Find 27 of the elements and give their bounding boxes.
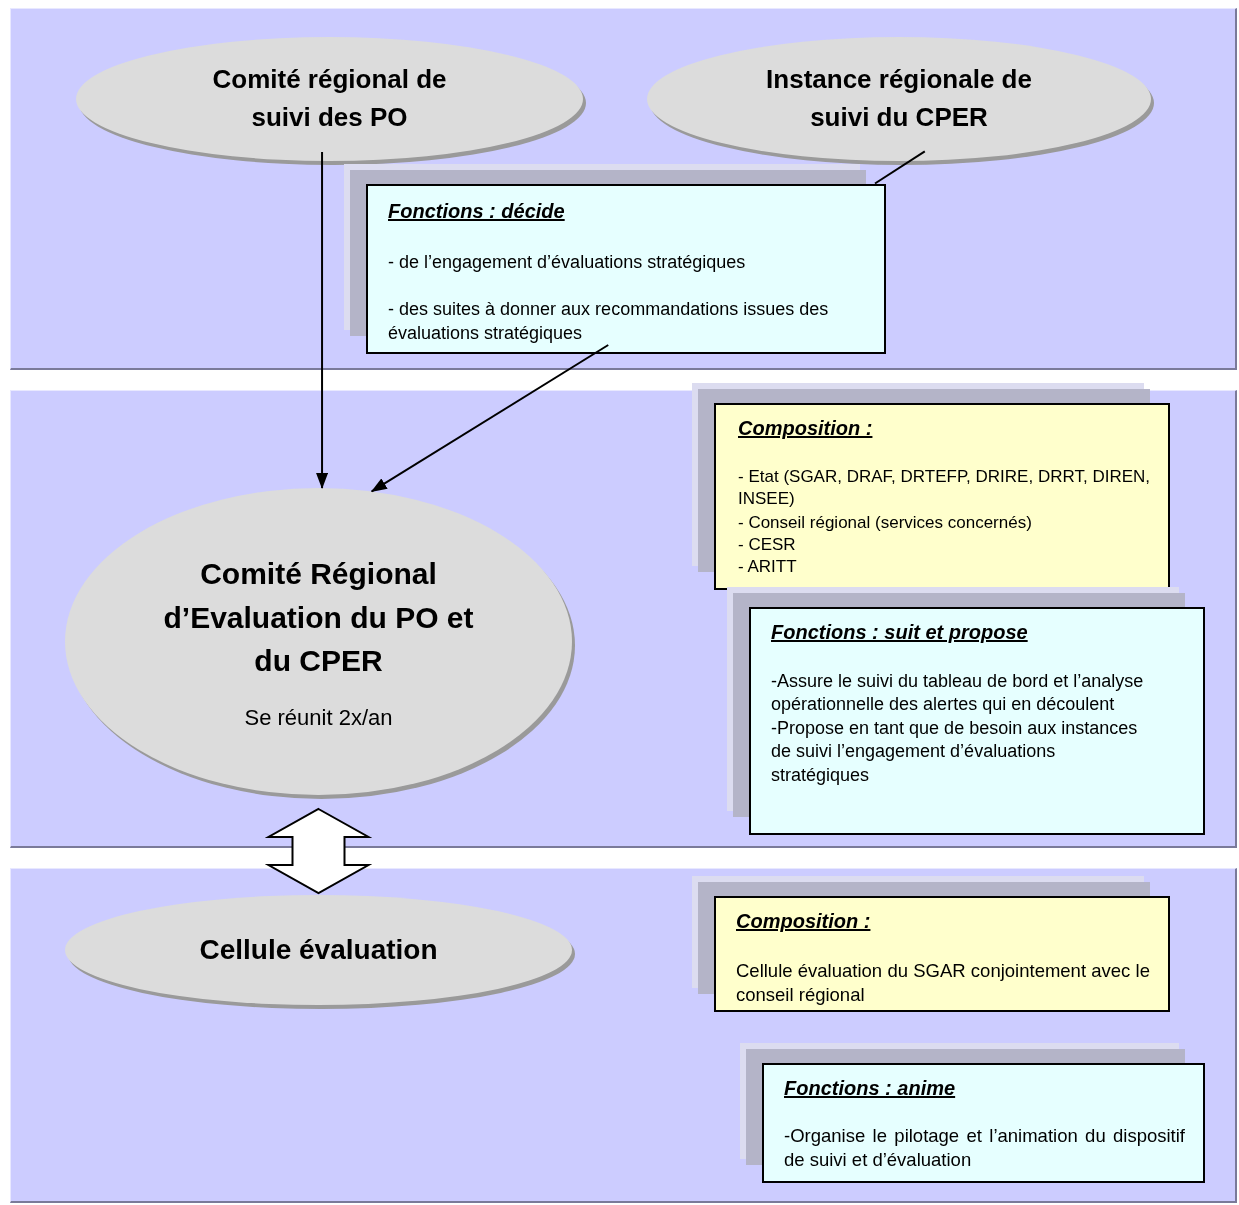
double-block-arrow bbox=[264, 807, 373, 895]
section-band bbox=[10, 390, 1237, 848]
box-text: -Assure le suivi du tableau de bord et l’analyse opérationnelle des alertes qui en découlent bbox=[771, 670, 1145, 717]
arrow bbox=[370, 344, 610, 493]
section-band bbox=[10, 8, 1237, 370]
box-text: -Organise le pilotage et l’animation du dispositif de suivi et d’évaluation bbox=[784, 1124, 1185, 1173]
box-heading: Composition : bbox=[738, 417, 874, 440]
section-band bbox=[10, 868, 1237, 1203]
box-text: - ARITT bbox=[738, 556, 798, 579]
ellipse-title: Instance régionale de suivi du CPER bbox=[765, 63, 1033, 134]
box-heading: Composition : bbox=[736, 910, 872, 933]
ellipse-title: Cellule évaluation bbox=[199, 932, 438, 967]
box-text: Cellule évaluation du SGAR conjointement avec le conseil régional bbox=[736, 959, 1150, 1008]
box-text: - de l’engagement d’évaluations stratégiques bbox=[388, 251, 747, 274]
box-heading: Fonctions : décide bbox=[388, 200, 566, 223]
arrow bbox=[316, 151, 329, 489]
box-text: - Conseil régional (services concernés) bbox=[738, 512, 1033, 535]
box-heading: Fonctions : anime bbox=[784, 1077, 957, 1100]
connector-line bbox=[874, 150, 926, 185]
box-heading: Fonctions : suit et propose bbox=[771, 621, 1029, 644]
box-text: - Etat (SGAR, DRAF, DRTEFP, DRIRE, DRRT, DIREN, INSEE) bbox=[738, 466, 1150, 511]
ellipse-title: Comité Régional d’Evaluation du PO et du CPER bbox=[162, 556, 475, 680]
ellipse-title: Comité régional de suivi des PO bbox=[211, 63, 448, 134]
box-text: -Propose en tant que de besoin aux instances de suivi l’engagement d’évaluations stratégiques bbox=[771, 716, 1139, 787]
ellipse-note: Se réunit 2x/an bbox=[244, 704, 393, 731]
box-text: - CESR bbox=[738, 534, 797, 557]
box-text: - des suites à donner aux recommandations issues des évaluations stratégiques bbox=[388, 298, 830, 345]
